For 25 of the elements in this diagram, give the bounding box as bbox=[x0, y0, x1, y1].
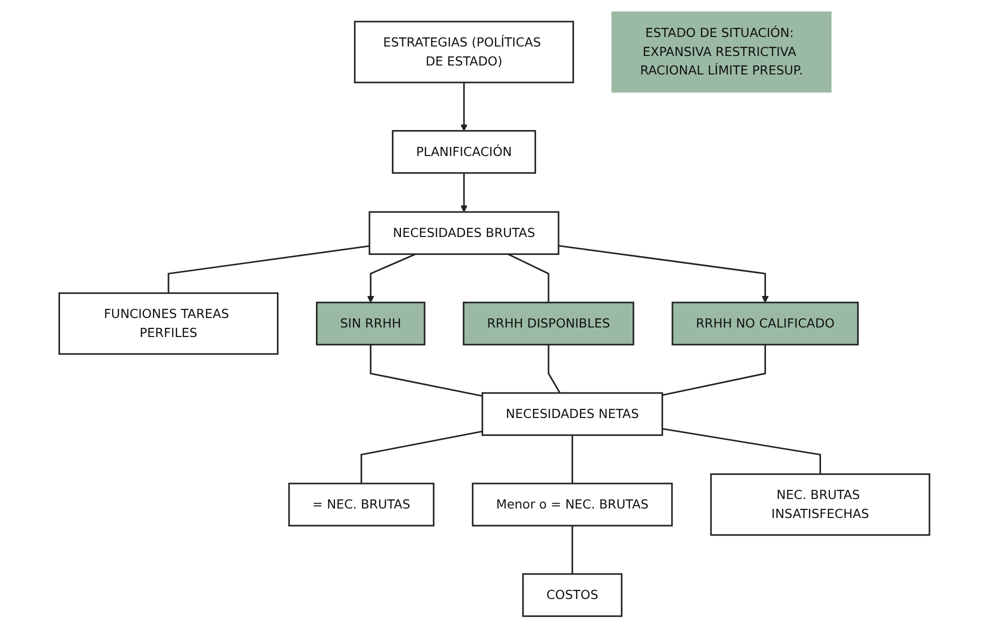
connector bbox=[370, 344, 483, 398]
arrow bbox=[460, 82, 468, 132]
node-box: NEC. BRUTAS INSATISFECHAS bbox=[710, 474, 930, 536]
node-box: COSTOS bbox=[522, 574, 623, 618]
arrow bbox=[460, 173, 468, 213]
node-box: ESTRATEGIAS (POLÍTICAS DE ESTADO) bbox=[354, 21, 574, 84]
connector bbox=[572, 435, 574, 484]
connector bbox=[168, 246, 370, 294]
connector bbox=[662, 344, 766, 396]
connector bbox=[360, 430, 483, 484]
node-box: = NEC. BRUTAS bbox=[288, 483, 435, 527]
node-box: FUNCIONES TAREAS PERFILES bbox=[58, 292, 279, 356]
node-box: RRHH DISPONIBLES bbox=[462, 302, 634, 346]
node-box: ESTADO DE SITUACIÓN: EXPANSIVA RESTRICTIVA RACIONAL LÍMITE PRESUP. bbox=[612, 12, 832, 93]
node-box: RRHH NO CALIFICADO bbox=[672, 302, 859, 346]
node-box: PLANIFICACIÓN bbox=[392, 130, 536, 174]
node-box: SIN RRHH bbox=[316, 302, 426, 346]
node-box: NECESIDADES NETAS bbox=[482, 392, 664, 436]
connector bbox=[662, 428, 822, 474]
arrow bbox=[558, 245, 769, 304]
node-box: Menor o = NEC. BRUTAS bbox=[472, 483, 673, 527]
arrow bbox=[367, 254, 416, 304]
connector bbox=[572, 526, 574, 574]
connector bbox=[548, 344, 561, 394]
node-box: NECESIDADES BRUTAS bbox=[368, 212, 560, 256]
